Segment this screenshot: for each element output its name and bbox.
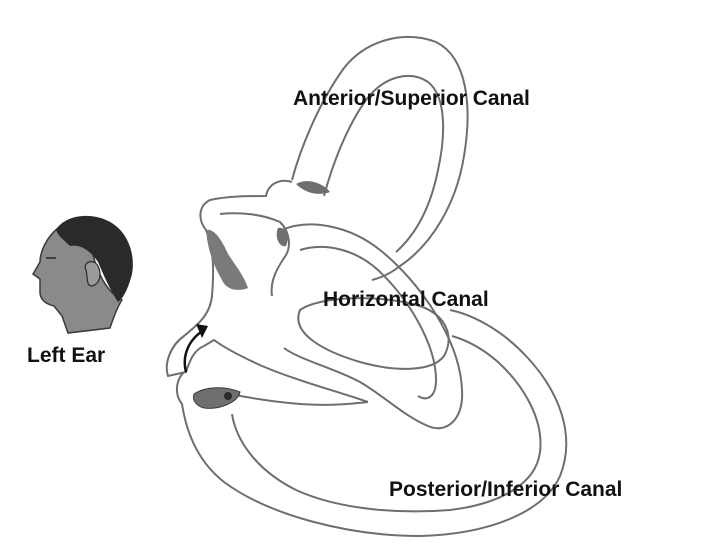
vestibule-shape <box>165 179 369 403</box>
horizontal-canal-label: Horizontal Canal <box>323 288 489 311</box>
anterior-canal-shape <box>291 36 469 281</box>
left-ear-label: Left Ear <box>27 344 106 367</box>
head-profile-icon <box>32 215 133 334</box>
horizontal-canal-shape <box>276 223 464 430</box>
anterior-canal-label: Anterior/Superior Canal <box>293 87 530 110</box>
posterior-canal-label: Posterior/Inferior Canal <box>389 478 623 501</box>
curved-arrow-icon <box>183 324 208 373</box>
posterior-canal-shape <box>176 309 568 538</box>
